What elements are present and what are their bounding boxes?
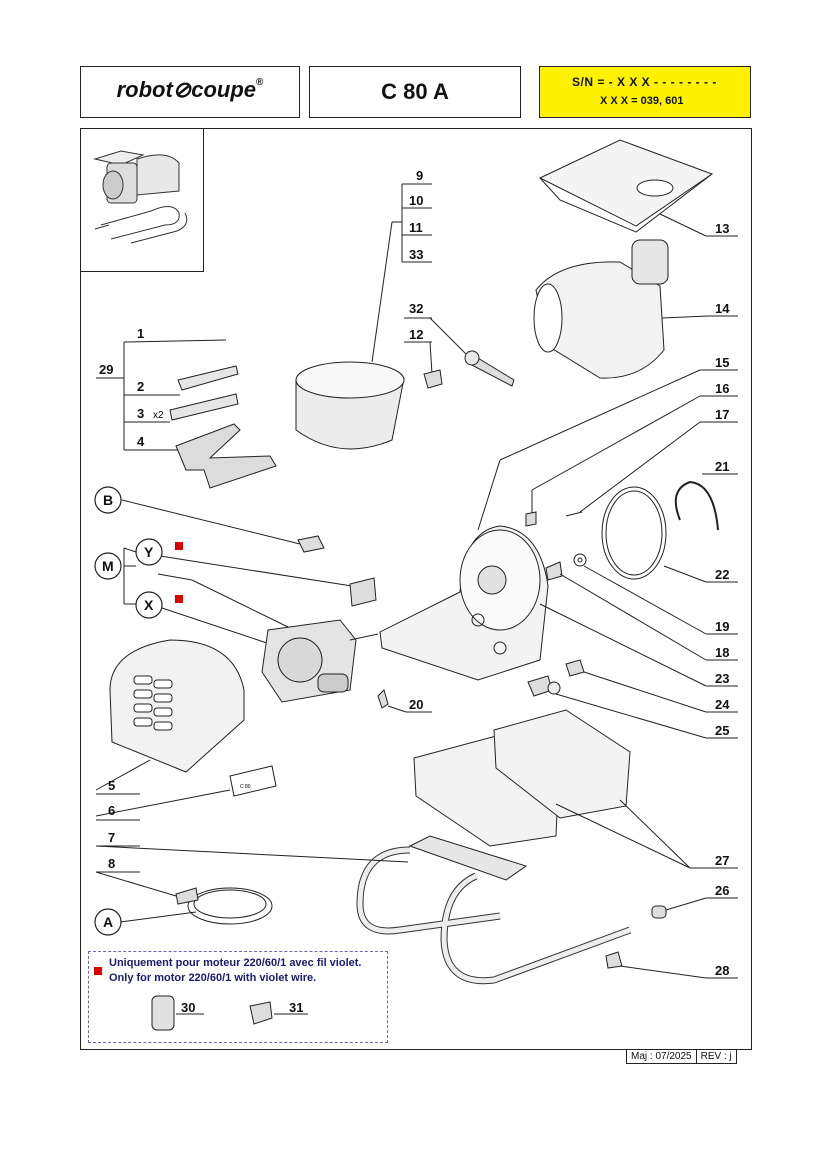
label-27: 27 (715, 853, 729, 868)
note-en: Only for motor 220/60/1 with violet wire… (109, 972, 317, 984)
label-30: 30 (181, 1000, 195, 1015)
label-12: 12 (409, 327, 423, 342)
foot-cap-26 (651, 905, 667, 919)
capacitor-board-part (297, 535, 325, 553)
red-marker-x (175, 595, 183, 603)
brand-logo-box: robot⊘coupe® (80, 66, 300, 118)
blade-2-part (177, 365, 239, 391)
part-30-shape (151, 995, 175, 1031)
label-15: 15 (715, 355, 729, 370)
footer-maj: Maj : 07/2025 (631, 1051, 692, 1062)
label-28: 28 (715, 963, 729, 978)
serial-box: S/N = - X X X - - - - - - - - X X X = 03… (539, 66, 751, 118)
stand-frame-part (408, 835, 528, 881)
letter-y: Y (144, 544, 154, 560)
motor-cover-part (109, 639, 245, 773)
power-cord-part (187, 887, 273, 925)
part-31-shape (249, 1001, 273, 1025)
plate-text: C 80 (240, 784, 251, 790)
label-3: 3 (137, 406, 144, 421)
label-14: 14 (715, 301, 730, 316)
note-box: Uniquement pour moteur 220/60/1 avec fil… (88, 951, 388, 1043)
note-fr: Uniquement pour moteur 220/60/1 avec fil… (109, 957, 362, 969)
label-26: 26 (715, 883, 729, 898)
label-2: 2 (137, 379, 144, 394)
label-7: 7 (108, 830, 115, 845)
callout-m (94, 552, 122, 580)
revision-footer: Maj : 07/2025 REV : j (626, 1050, 737, 1064)
label-9: 9 (416, 168, 423, 183)
label-23: 23 (715, 671, 729, 686)
blade-holder-4-part (175, 423, 277, 489)
callout-y (135, 538, 163, 566)
letter-b: B (103, 492, 113, 508)
blade-3-part (169, 393, 239, 421)
callout-x (135, 591, 163, 619)
label-19: 19 (715, 619, 729, 634)
brand-logo: robot⊘coupe® (116, 77, 264, 102)
label-16: 16 (715, 381, 729, 396)
label-24: 24 (715, 697, 730, 712)
letter-a: A (103, 914, 113, 930)
label-6: 6 (108, 803, 115, 818)
serial-line-1: S/N = - X X X - - - - - - - - (572, 75, 717, 89)
label-20: 20 (409, 697, 423, 712)
label-8: 8 (108, 856, 115, 871)
tray-part (538, 139, 714, 227)
label-10: 10 (409, 193, 423, 208)
switch-24-part (565, 659, 585, 677)
note-marker (94, 967, 102, 975)
callout-b (94, 486, 122, 514)
label-31: 31 (289, 1000, 303, 1015)
label-18: 18 (715, 645, 729, 660)
label-32: 32 (409, 301, 423, 316)
bracket-y-part (349, 577, 377, 607)
callout-a (94, 908, 122, 936)
letter-m: M (102, 558, 114, 574)
model-title: C 80 A (381, 79, 449, 104)
model-box: C 80 A (309, 66, 521, 118)
drawing-frame (80, 128, 752, 1050)
label-3-qty: x2 (153, 410, 164, 421)
rating-plate-part (229, 765, 277, 797)
label-29: 29 (99, 362, 113, 377)
label-21: 21 (715, 459, 729, 474)
label-22: 22 (715, 567, 729, 582)
label-13: 13 (715, 221, 729, 236)
seal-ring-22 (601, 486, 667, 580)
footer-rev: REV : j (695, 1050, 736, 1063)
foot-28 (605, 951, 623, 969)
label-1: 1 (137, 326, 144, 341)
label-5: 5 (108, 778, 115, 793)
machine-thumbnail (80, 128, 204, 272)
serial-line-2: X X X = 039, 601 (600, 95, 684, 107)
label-33: 33 (409, 247, 423, 262)
red-marker-y (175, 542, 183, 550)
label-4: 4 (137, 434, 145, 449)
label-17: 17 (715, 407, 729, 422)
ring-21 (674, 480, 719, 531)
label-11: 11 (409, 220, 423, 235)
letter-x: X (144, 597, 154, 613)
label-25: 25 (715, 723, 729, 738)
